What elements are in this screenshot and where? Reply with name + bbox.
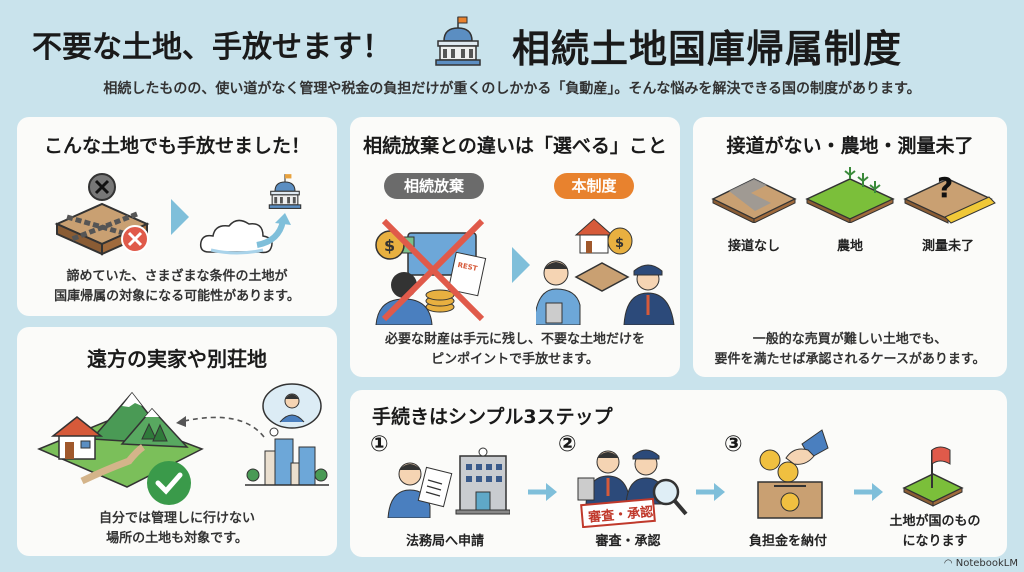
text-line: 自分では管理しに行けない <box>98 511 255 526</box>
panel-title: 相続放棄との違いは「選べる」こと <box>363 135 667 157</box>
text-line: 諦めていた、さまざまな条件の土地が <box>66 269 288 284</box>
svg-text:$: $ <box>615 236 624 251</box>
arrow-right-icon <box>854 483 883 501</box>
arrow-right-icon <box>512 247 530 283</box>
pill-inheritance-renunciation: 相続放棄 <box>384 173 484 199</box>
step-number-1: ① <box>370 432 389 457</box>
chained-land-icon <box>54 173 150 256</box>
government-building-icon <box>268 174 302 209</box>
caption-final: 土地が国のもの になります <box>880 512 990 552</box>
stamp-label: 審査・承認 <box>587 504 654 526</box>
arrow-right-icon <box>171 199 189 235</box>
flag-land-icon <box>902 446 964 507</box>
text-line: 要件を満たせば承認されるケースがあります。 <box>714 352 986 367</box>
city-buildings-icon <box>245 438 329 486</box>
panel-examples: こんな土地でも手放せました！ 諦めていた、さまざまな条件の土地が 国庫帰属の対象… <box>17 117 337 316</box>
panel-land-types: 接道がない・農地・測量未了 接道なし 農地 ? 測量未了 一般的な売買が難しい土… <box>693 117 1007 377</box>
check-icon <box>147 461 191 505</box>
panel-title: 接道がない・農地・測量未了 <box>726 135 974 157</box>
government-building-icon <box>435 16 481 66</box>
step-number-2: ② <box>558 432 577 457</box>
caption-unsurveyed: 測量未了 <box>921 239 974 254</box>
text-line: 一般的な売買が難しい土地でも、 <box>752 332 948 347</box>
thought-bubble-person-icon <box>262 383 322 437</box>
panel-steps: 手続きはシンプル3ステップ ① 法務局へ申請 ② 審査・承認 審査・承認 <box>350 390 1007 557</box>
svg-text:?: ? <box>937 171 953 204</box>
text-line: ピンポイントで手放せます。 <box>431 352 599 367</box>
panel-text: 必要な財産は手元に残し、不要な土地だけを ピンポイントで手放せます。 <box>350 330 680 370</box>
unsurveyed-land-icon: ? <box>903 171 996 224</box>
notebooklm-logo-icon: ◠ <box>943 558 956 569</box>
footer-brand: ◠ NotebookLM <box>944 558 1018 569</box>
application-office-icon <box>387 447 510 518</box>
header: 不要な土地、手放せます！ 相続土地国庫帰属制度 <box>0 14 1024 74</box>
svg-text:$: $ <box>384 236 395 255</box>
panel-title: 遠方の実家や別荘地 <box>87 347 267 371</box>
panel-text: 一般的な売買が難しい土地でも、 要件を満たせば承認されるケースがあります。 <box>693 330 1007 370</box>
curved-arrow-icon <box>256 213 291 248</box>
text-line: 国庫帰属の対象になる可能性があります。 <box>54 289 300 304</box>
coin-box-icon <box>757 429 829 519</box>
panel-text: 諦めていた、さまざまな条件の土地が 国庫帰属の対象になる可能性があります。 <box>17 267 337 307</box>
panel-title: 手続きはシンプル3ステップ <box>372 406 613 428</box>
panel-text: 自分では管理しに行けない 場所の土地も対象です。 <box>17 509 337 549</box>
text-line: になります <box>902 534 968 549</box>
arrow-right-icon <box>696 483 725 501</box>
caption-step-1: 法務局へ申請 <box>405 534 484 549</box>
no-road-access-land-icon <box>711 178 797 223</box>
selective-handover-icon: $ <box>536 218 675 325</box>
cloud-icon <box>199 219 273 255</box>
caption-no-road-access: 接道なし <box>727 239 780 254</box>
step-number-3: ③ <box>724 432 743 457</box>
text-line: 必要な財産は手元に残し、不要な土地だけを <box>384 332 645 347</box>
arrow-right-icon <box>528 483 557 501</box>
pill-this-system: 本制度 <box>554 173 634 199</box>
review-approval-icon: 審査・承認 <box>577 449 688 528</box>
title-right: 相続土地国庫帰属制度 <box>512 27 903 71</box>
panel-title: こんな土地でも手放せました！ <box>43 135 310 157</box>
crossed-assets-icon: $ REST <box>375 218 487 325</box>
caption-step-2: 審査・承認 <box>595 534 661 549</box>
caption-step-3: 負担金を納付 <box>748 534 827 549</box>
panel-difference: 相続放棄との違いは「選べる」こと 相続放棄 本制度 $ REST $ 必要な財 <box>350 117 680 377</box>
text-line: 場所の土地も対象です。 <box>106 531 248 546</box>
text-line: 土地が国のもの <box>889 514 981 529</box>
brand-label: NotebookLM <box>955 558 1018 569</box>
caption-farmland: 農地 <box>836 239 863 254</box>
panel-remote: 遠方の実家や別荘地 自分では管理しに行けない <box>17 327 337 556</box>
title-left: 不要な土地、手放せます！ <box>32 30 392 65</box>
subtitle: 相続したものの、使い道がなく管理や税金の負担だけが重くのしかかる「負動産」。そん… <box>103 81 921 97</box>
dashed-arrow-icon <box>176 416 265 438</box>
farmland-icon <box>805 167 895 223</box>
house-mountain-icon <box>37 391 204 488</box>
